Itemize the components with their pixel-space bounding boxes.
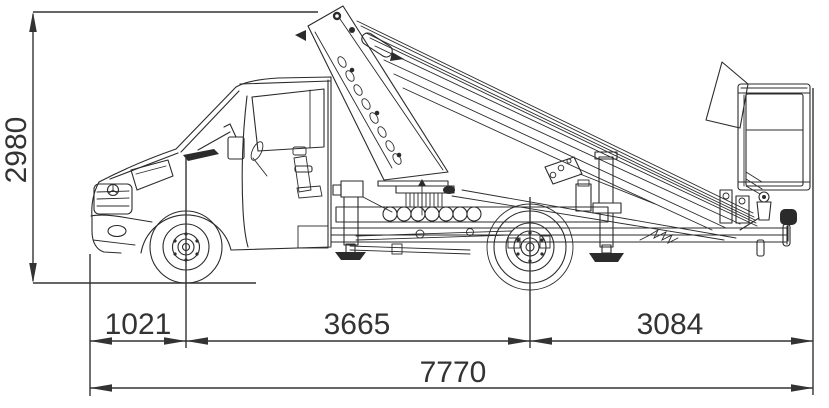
boom-bracket-plate [544,156,656,212]
dimension-annotations: 2980 1021 3665 3084 [0,11,814,396]
dimension-rear-overhang: 3084 [530,308,813,345]
headlight [130,159,174,191]
pivot-notch [295,30,306,41]
rear-outrigger [589,151,624,262]
grille [93,183,133,215]
boom [295,5,763,241]
tail-hardware [639,209,797,257]
total-length-dimension-label: 7770 [420,356,487,389]
dimension-wheelbase: 3665 [186,308,530,345]
dimension-total-length: 7770 [90,356,813,392]
turret [377,179,455,216]
basket-rotator [739,191,772,231]
cowl-vent [183,149,219,161]
basket-cover-panel [705,61,749,129]
door-handle [294,165,313,173]
vehicle-drawing [90,5,811,291]
dimension-front-overhang: 1021 [90,308,186,345]
tow-mark [639,228,679,245]
truck-cab [90,76,332,254]
cab-interior [250,141,323,199]
boom-base-section [295,5,449,181]
boom-slots [337,56,402,165]
subframe-holes [382,206,482,222]
extension-lines [89,88,814,396]
rear-overhang-dimension-label: 3084 [637,308,704,341]
height-dimension-label: 2980 [0,117,33,184]
dimension-height: 2980 [0,11,318,284]
front-bumper [90,214,153,223]
underbody [297,225,513,255]
wheelbase-dimension-label: 3665 [324,308,391,341]
brand-emblem-icon [106,183,120,197]
front-overhang-dimension-label: 1021 [105,308,172,341]
work-basket [705,61,811,231]
door-seam [241,95,249,248]
front-outrigger [332,180,393,260]
door-window [251,88,325,152]
outriggers [332,151,624,262]
telescopic-sections [356,20,758,241]
chassis [297,206,797,257]
side-mirror [227,136,245,160]
boom-tip-bracket [719,171,763,224]
fog-light [107,224,127,238]
